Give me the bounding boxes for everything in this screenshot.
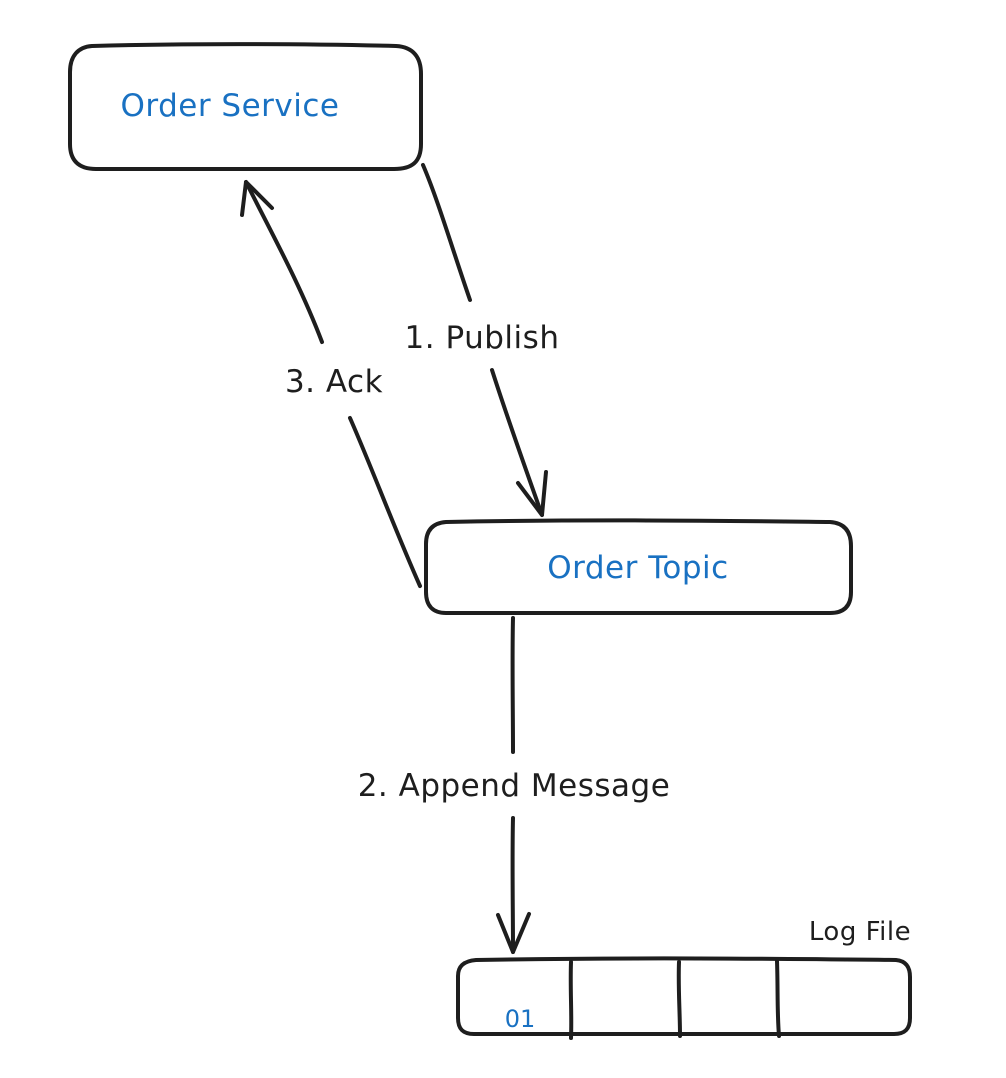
publish-line-lower (490, 368, 544, 517)
publish-arrowhead (516, 470, 548, 517)
log-file-divider-3 (775, 959, 781, 1038)
ack-line-lower (348, 416, 422, 588)
ack-arrowhead (240, 180, 274, 217)
order-service-label: Order Service (120, 88, 339, 124)
order-topic-label: Order Topic (547, 550, 728, 586)
ack-line-upper (244, 180, 324, 344)
order-topic-node[interactable]: Order Topic (424, 518, 853, 615)
edge-publish[interactable]: 1. Publish (405, 163, 560, 517)
log-file-box (456, 956, 912, 1036)
order-service-node[interactable]: Order Service (68, 42, 423, 171)
edge-append[interactable]: 2. Append Message (358, 616, 671, 954)
ack-label: 3. Ack (285, 364, 383, 400)
publish-label: 1. Publish (405, 320, 560, 356)
publish-line-upper (421, 163, 472, 302)
append-arrowhead (496, 912, 531, 954)
log-file-node[interactable]: 01 Log File (456, 917, 912, 1040)
edge-ack[interactable]: 3. Ack (240, 180, 422, 588)
log-file-divider-1 (568, 960, 574, 1040)
log-file-label: Log File (809, 917, 911, 947)
order-topic-box (424, 518, 853, 615)
order-service-box (68, 42, 423, 171)
log-file-cell-1: 01 (505, 1005, 536, 1033)
log-file-divider-2 (676, 960, 682, 1038)
append-label: 2. Append Message (358, 768, 671, 804)
